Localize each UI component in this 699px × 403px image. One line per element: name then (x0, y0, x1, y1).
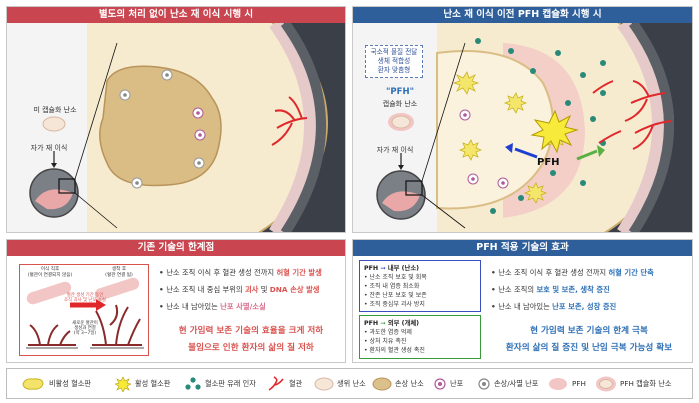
box-title-a: PFH (364, 320, 379, 327)
active-platelet-icon (115, 376, 131, 392)
label-encap-ovary: 캡슐화 난소 (382, 100, 418, 108)
damaged-follicle-icon (478, 378, 490, 390)
effect-item: 난소 내 남아있는 난포 보존, 성장 증진 (491, 298, 654, 315)
legend-label: 손상 난소 (395, 379, 424, 388)
legend-label: 손상/사멸 난포 (494, 379, 539, 388)
panel-header: 별도의 처리 없이 난소 재 이식 시행 시 (7, 7, 345, 23)
box-item: 난소 조직 보호 및 회복 (364, 273, 476, 282)
limitation-item: 난소 조직 내 중심 부위의 괴사 및 DNA 손상 발생 (159, 281, 322, 298)
limitation-item: 난소 조직 이식 후 혈관 생성 전까지 허혈 기간 발생 (159, 264, 322, 281)
legend-label: PFH (572, 379, 586, 388)
feature-item: 생체 적합성 (377, 57, 411, 65)
legend-label: 비활성 혈소판 (49, 379, 91, 388)
fig-label-b: 생착 후 (혈관 연결 됨) (105, 267, 133, 278)
feature-item: 환자 맞춤형 (377, 66, 411, 74)
fig-label-a: 이식 직후 (혈관이 연결되지 않음) (27, 267, 73, 278)
box-item: 과도한 염증 억제 (364, 328, 476, 337)
label-nonencap-ovary: 미 캡슐화 난소 (33, 106, 77, 114)
healthy-ovary-icon (314, 377, 334, 391)
panel-bottom-right: PFH 적용 기술의 효과 PFH ➞ 내부 (난소) 난소 조직 보호 및 회… (352, 239, 693, 363)
panel-top-left: 별도의 처리 없이 난소 재 이식 시행 시 미 캡슐화 난소 자가 (6, 6, 346, 233)
legend: 비활성 혈소판 활성 혈소판 혈소판 유래 인자 혈관 생위 난소 손상 난소 … (6, 368, 693, 399)
growth-factor-icon (185, 377, 201, 390)
legend-label: 활성 혈소판 (135, 379, 171, 388)
box-item: 조직 내 염증 최소화 (364, 282, 476, 291)
legend-label: 난포 (450, 379, 464, 388)
tissue-illustration (7, 23, 345, 232)
label-autograft: 자가 재 이식 (376, 146, 414, 154)
panel-top-right: 난소 재 이식 이전 PFH 캡슐화 시행 시 (352, 6, 693, 233)
tissue-illustration-pfh (353, 23, 692, 232)
box-title-b: 내부 (난소) (387, 265, 419, 272)
pfh-icon (549, 378, 567, 390)
box-item: 조직 중심부 괴사 방지 (364, 300, 476, 309)
inactive-platelet-icon (22, 378, 44, 390)
box-title-b: 외부 (개체) (387, 320, 419, 327)
box-item: 상처 치유 촉진 (364, 337, 476, 346)
legend-label: 혈관 (289, 379, 303, 388)
conclusion-line-1: 현 가임력 보존 기술의 효율을 크게 저하 (178, 326, 324, 336)
fig-note: 새로운 혈관이 생성과 연결 (약 3~7일) (72, 321, 98, 337)
pfh-quote-label: "PFH" (385, 87, 414, 97)
vessel-icon (268, 376, 284, 391)
pfh-center-label: PFH (537, 157, 560, 168)
active-platelet-center (530, 109, 579, 154)
pfh-external-box: PFH ➞ 외부 (개체) 과도한 염증 억제 상처 치유 촉진 환자의 혈관 … (359, 315, 481, 359)
legend-label: PFH 캡슐화 난소 (620, 379, 672, 388)
box-title-a: PFH (364, 265, 379, 272)
pfh-internal-box: PFH ➞ 내부 (난소) 난소 조직 보호 및 회복 조직 내 염증 최소화 … (359, 260, 481, 312)
pfh-ovary-icon (596, 376, 616, 392)
feature-item: 국소적 물질 전달 (370, 48, 418, 56)
limitation-list: 난소 조직 이식 후 혈관 생성 전까지 허혈 기간 발생 난소 조직 내 중심… (159, 264, 322, 315)
conclusion-line-2: 환자의 삶의 질 증진 및 난임 극복 가능성 확보 (505, 343, 673, 353)
effect-item: 난소 조직 이식 후 혈관 생성 전까지 허혈 기간 단축 (491, 264, 654, 281)
fig-arrow-label: 혈관 생성 기간 동안 조직 괴사 및 난포 소실 (64, 293, 106, 304)
panel-header: PFH 적용 기술의 효과 (353, 240, 692, 256)
effect-item: 난소 조직의 보호 및 보존, 생착 증진 (491, 281, 654, 298)
panel-header: 기존 기술의 한계점 (7, 240, 345, 256)
graft-figure: 이식 직후 (혈관이 연결되지 않음) 생착 후 (혈관 연결 됨) 혈관 생성… (19, 264, 149, 356)
follicle-icon (434, 378, 446, 390)
conclusion-line-2: 불임으로 인한 환자의 삶의 질 저하 (188, 343, 314, 353)
panel-header: 난소 재 이식 이전 PFH 캡슐화 시행 시 (353, 7, 692, 23)
legend-label: 혈소판 유래 인자 (205, 379, 256, 388)
label-autograft: 자가 재 이식 (30, 144, 68, 152)
panel-bottom-left: 기존 기술의 한계점 이식 직후 (혈관이 연결되지 않음) 생착 후 (혈관 … (6, 239, 346, 363)
legend-label: 생위 난소 (337, 379, 366, 388)
conclusion-line-1: 현 가임력 보존 기술의 한계 극복 (530, 326, 648, 336)
box-item: 잔존 난포 보호 및 보존 (364, 291, 476, 300)
effect-list: 난소 조직 이식 후 혈관 생성 전까지 허혈 기간 단축 난소 조직의 보호 … (491, 264, 654, 315)
damaged-ovary-icon (372, 377, 392, 391)
features-box: 국소적 물질 전달 생체 적합성 환자 맞춤형 (365, 45, 423, 78)
limitation-item: 난소 내 남아있는 난포 사멸/소실 (159, 298, 322, 315)
box-item: 환자의 혈관 생성 촉진 (364, 346, 476, 355)
